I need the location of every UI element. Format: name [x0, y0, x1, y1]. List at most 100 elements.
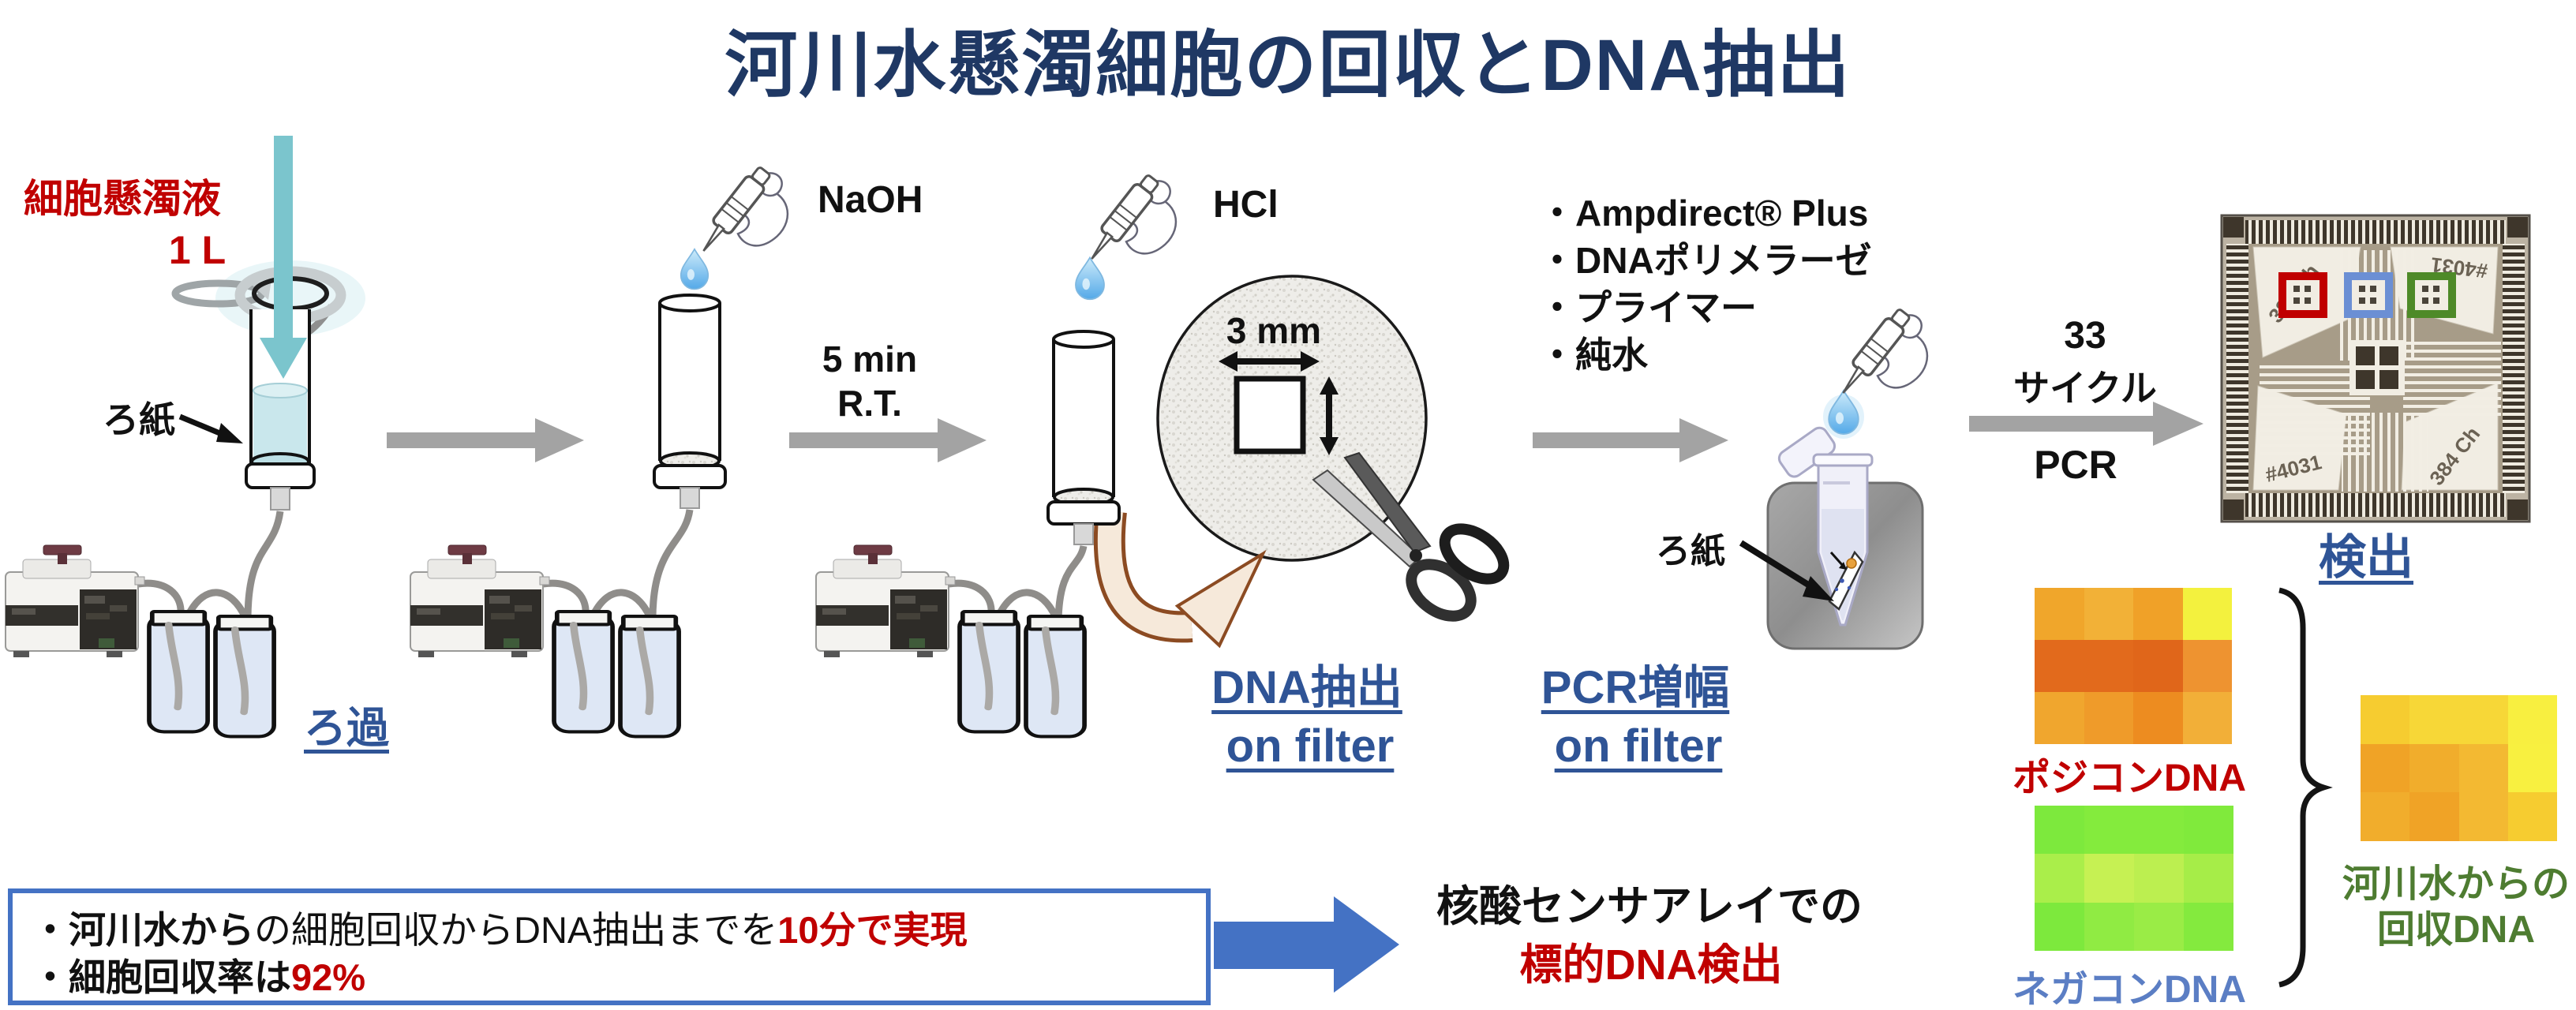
condition-time: 5 min [822, 339, 918, 380]
heatmap-cell [2134, 902, 2184, 951]
filter-paper-label-1: ろ紙 [103, 399, 175, 440]
step-label-detection: 検出 [2319, 531, 2413, 584]
heatmap-cell [2084, 640, 2133, 692]
lysis-column [653, 294, 727, 510]
vacuum-pump-unit-1 [6, 545, 274, 736]
result-1-bold: ・河川水から [32, 909, 254, 951]
heatmap-cell [2084, 588, 2133, 640]
result-bullet-1: ・河川水からの細胞回収からDNA抽出までを10分で実現 [32, 900, 968, 954]
droplet-icon [1828, 390, 1859, 435]
heatmap-cell [2035, 692, 2084, 744]
flow-arrow-4 [1969, 402, 2203, 446]
heatmap-cell [2133, 692, 2183, 744]
heatmap-cell [2133, 640, 2183, 692]
pcr-cycles-number: 33 [2064, 315, 2106, 357]
heatmap-cell [2035, 588, 2084, 640]
sensor-array-chip: 384 Ch #4031 #4031 384 Ch [2220, 214, 2531, 523]
pcr-cycles-unit: サイクル [2013, 368, 2157, 409]
pcr-method-label: PCR [2034, 443, 2117, 487]
filter-paper-label-2: ろ紙 [1656, 532, 1725, 570]
flow-arrow-1 [387, 418, 584, 462]
heatmap-cell [2035, 854, 2084, 903]
sample-label: 細胞懸濁液 [24, 177, 221, 221]
pcr-tube [1777, 426, 1874, 627]
heatmap-cell [2409, 792, 2459, 841]
results-box [8, 888, 1211, 1005]
heatmap-cell [2361, 743, 2410, 793]
brace [2278, 587, 2333, 988]
result-1-highlight: 10分で実現 [777, 909, 968, 951]
result-block-arrow [1214, 896, 1399, 993]
heatmap-cell [2182, 640, 2232, 692]
heatmap-cell [2361, 695, 2410, 744]
reagent-list-item: ・DNAポリメラーゼ [1539, 240, 1872, 281]
heatmap-cell [2458, 792, 2508, 841]
step-label-filtration: ろ過 [304, 705, 389, 752]
heatmap-cell [2507, 743, 2557, 793]
heatmap-cell [2507, 695, 2557, 744]
sample-volume: 1 L [168, 228, 227, 272]
heatmap-negative-control [2035, 806, 2233, 951]
heatmap-cell [2084, 806, 2134, 855]
heatmap-cell [2409, 695, 2459, 744]
chip-highlight-squares [2278, 272, 2456, 318]
heatmap-cell [2035, 640, 2084, 692]
filter-paper-pointer-2 [1739, 540, 1834, 601]
pipette-icon [692, 159, 809, 283]
result-2-normal: ・細胞回収率は [32, 956, 291, 998]
heatmap-river-label-2: 回収DNA [2377, 909, 2535, 951]
cutout-square [1219, 351, 1339, 455]
heatmap-cell [2035, 806, 2084, 855]
droplet-icon [680, 248, 710, 290]
slide-title: 河川水懸濁細胞の回収とDNA抽出 [724, 25, 1852, 106]
heatmap-cell [2409, 743, 2459, 793]
reagent-list-item: ・プライマー [1539, 287, 1757, 328]
flow-arrow-3 [1533, 418, 1728, 462]
heatmap-positive-control [2035, 588, 2232, 744]
vacuum-pump-unit-3 [816, 545, 1084, 736]
heatmap-cell [2182, 588, 2232, 640]
conclusion-line-2: 標的DNA検出 [1519, 941, 1783, 989]
condition-temp: R.T. [837, 383, 902, 424]
heatmap-cell [2182, 692, 2232, 744]
heatmap-negative-label: ネガコンDNA [2012, 969, 2246, 1010]
pcr-reagent-list: ・Ampdirect® Plus ・DNAポリメラーゼ・プライマー・純水 [1539, 189, 1872, 379]
step-label-dna-extraction: DNA抽出 [1211, 662, 1402, 713]
heatmap-cell [2458, 743, 2508, 793]
filter-paper-pointer-1 [178, 413, 243, 443]
reagent-hcl-label: HCl [1213, 184, 1279, 226]
reagent-list-item: ・Ampdirect® Plus [1539, 193, 1869, 234]
result-1-normal: の細胞回収からDNA抽出までを [254, 909, 778, 951]
flow-arrow-2 [789, 418, 987, 462]
heatmap-cell [2184, 902, 2233, 951]
heatmap-cell [2507, 792, 2557, 841]
reagent-naoh-label: NaOH [818, 179, 923, 221]
heatmap-cell [2361, 792, 2410, 841]
vacuum-pump-unit-2 [410, 545, 679, 736]
heatmap-cell [2133, 588, 2183, 640]
heatmap-cell [2458, 695, 2508, 744]
droplet-icon [1075, 256, 1105, 301]
pour-arrow-icon [260, 136, 307, 379]
scissors-icon [1312, 451, 1510, 622]
heatmap-cell [2184, 806, 2233, 855]
heatmap-cell [2084, 902, 2134, 951]
heatmap-cell [2084, 854, 2134, 903]
step-label-pcr-amplification-sub: on filter [1554, 720, 1723, 772]
heatmap-positive-label: ポジコンDNA [2012, 758, 2246, 799]
heatmap-cell [2035, 902, 2084, 951]
heatmap-cell [2134, 854, 2184, 903]
heatmap-river-water [2361, 695, 2557, 841]
conclusion-line-1: 核酸センサアレイでの [1436, 883, 1863, 930]
extraction-column [1046, 330, 1121, 546]
reagent-list-item: ・純水 [1539, 335, 1648, 376]
heatmap-cell [2184, 854, 2233, 903]
vacuum-tubing [244, 509, 1088, 623]
heatmap-cell [2084, 692, 2133, 744]
heatmap-cell [2134, 806, 2184, 855]
result-2-highlight: 92% [291, 956, 366, 998]
step-label-pcr-amplification: PCR増幅 [1541, 662, 1730, 713]
heatmap-river-label-1: 河川水からの [2342, 863, 2570, 905]
